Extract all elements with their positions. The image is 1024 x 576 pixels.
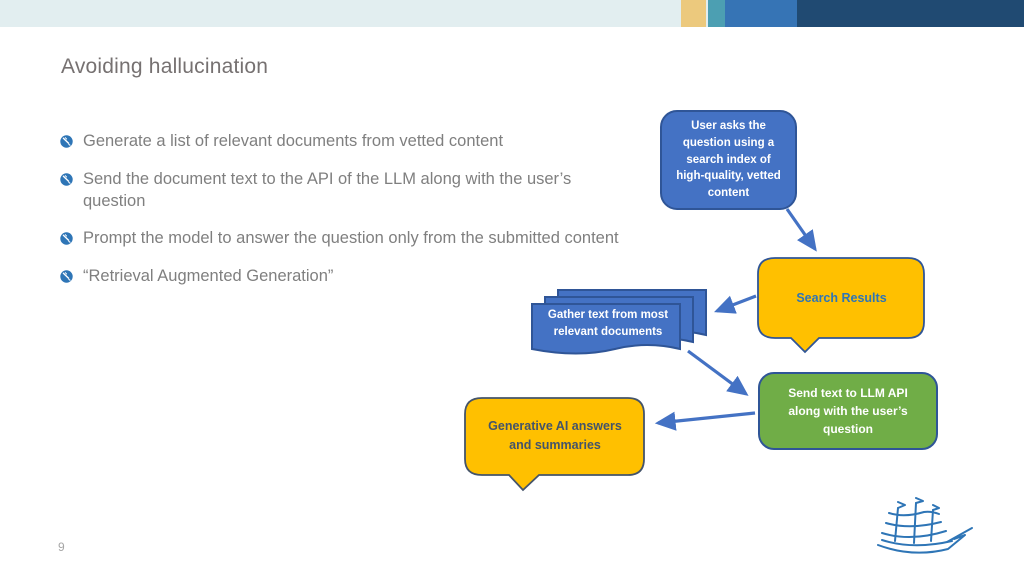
arrow-user-to-search xyxy=(785,208,817,252)
list-item: Send the document text to the API of the… xyxy=(60,169,635,213)
speech-bubble-shape xyxy=(757,257,925,354)
bullet-text: Prompt the model to answer the question … xyxy=(83,229,619,248)
list-item: Generate a list of relevant documents fr… xyxy=(60,131,635,153)
list-item: Prompt the model to answer the question … xyxy=(60,228,635,250)
top-accent-bar xyxy=(0,0,1024,27)
accent-segment-blue xyxy=(725,0,797,27)
diagram-node-gather-text xyxy=(531,289,707,355)
accent-segment-teal xyxy=(708,0,725,27)
node-label: Generative AI answers and summaries xyxy=(488,419,622,452)
bullet-text: Generate a list of relevant documents fr… xyxy=(83,132,504,150)
diagram-node-genai-answers: Generative AI answers and summaries xyxy=(464,397,646,493)
accent-segment-gold xyxy=(681,0,706,27)
accent-segment-navy xyxy=(797,0,1024,27)
bullet-list: Generate a list of relevant documents fr… xyxy=(60,131,635,304)
page-number: 9 xyxy=(58,540,65,554)
tall-ship-logo xyxy=(877,497,973,554)
pen-in-circle-icon xyxy=(60,232,73,245)
arrow-llm-to-genai xyxy=(654,411,756,431)
pen-in-circle-icon xyxy=(60,270,73,283)
node-label: Send text to LLM API along with the user… xyxy=(788,386,908,436)
bullet-text: Send the document text to the API of the… xyxy=(83,169,572,210)
diagram-node-user-question: User asks the question using a search in… xyxy=(660,110,797,210)
node-label: User asks the question using a search in… xyxy=(676,120,781,199)
list-item: “Retrieval Augmented Generation” xyxy=(60,266,635,288)
diagram-node-send-to-llm: Send text to LLM API along with the user… xyxy=(758,372,938,450)
bullet-text: “Retrieval Augmented Generation” xyxy=(83,267,334,286)
diagram-node-search-results: Search Results xyxy=(757,257,926,354)
node-label: Gather text from most relevant documents xyxy=(547,309,669,338)
pen-in-circle-icon xyxy=(60,173,73,186)
pen-in-circle-icon xyxy=(60,135,73,148)
node-label: Search Results xyxy=(796,290,887,305)
speech-bubble-shape xyxy=(464,397,645,492)
slide-title: Avoiding hallucination xyxy=(61,55,269,78)
arrow-search-to-gather xyxy=(714,294,757,314)
